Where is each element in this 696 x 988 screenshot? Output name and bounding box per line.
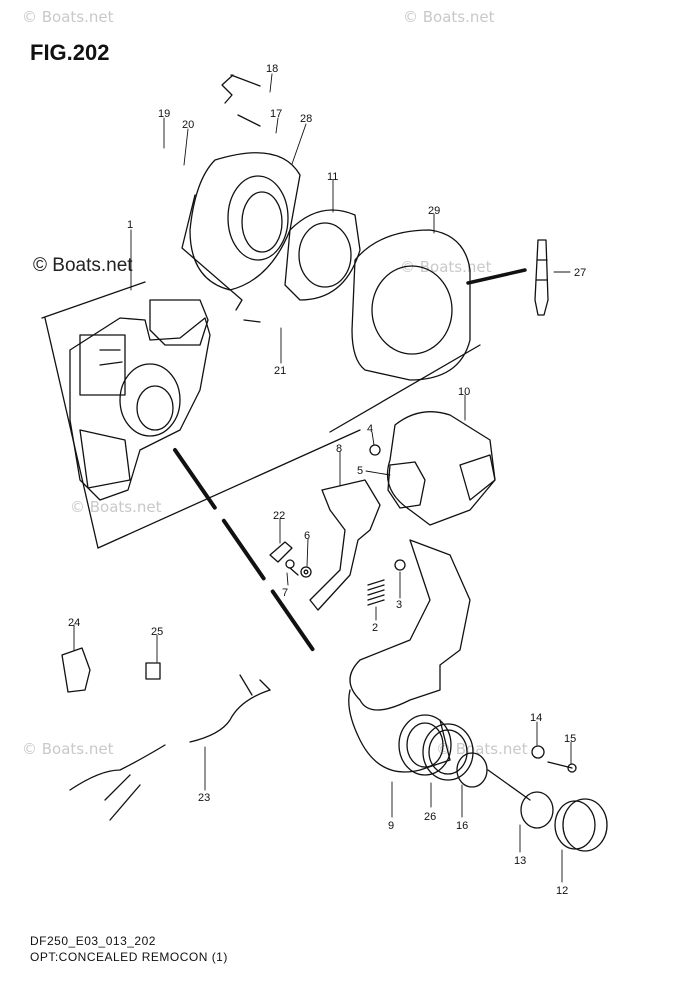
part-label-29: 29 xyxy=(428,205,440,217)
part-labels: 18 17 19 20 28 11 1 29 27 21 10 4 8 5 22… xyxy=(68,63,586,897)
watermark: © Boats.net xyxy=(22,740,114,758)
part-label-5: 5 xyxy=(357,465,363,477)
bolt-part-15 xyxy=(547,761,577,773)
part-label-8: 8 xyxy=(336,443,342,455)
plate-part-16 xyxy=(456,752,488,788)
part-label-12: 12 xyxy=(556,885,568,897)
part-label-21: 21 xyxy=(274,365,286,377)
handle-part-9 xyxy=(348,539,471,776)
watermark: © Boats.net xyxy=(436,740,528,758)
lever-part-8 xyxy=(309,479,381,611)
part-label-10: 10 xyxy=(458,386,470,398)
watermark: © Boats.net xyxy=(22,8,114,26)
part-label-9: 9 xyxy=(388,820,394,832)
part-label-3: 3 xyxy=(396,599,402,611)
part-label-17: 17 xyxy=(270,108,282,120)
part-label-18: 18 xyxy=(266,63,278,75)
screw-part-4 xyxy=(369,444,381,456)
figure-title: FIG.202 xyxy=(30,40,110,65)
part-label-14: 14 xyxy=(530,712,542,724)
spring-part-2 xyxy=(367,579,385,606)
diagram-code: DF250_E03_013_202 xyxy=(30,934,156,948)
watermark: © Boats.net xyxy=(70,498,162,516)
watermark-strong: © Boats.net xyxy=(33,255,133,276)
part-label-28: 28 xyxy=(300,113,312,125)
shaft-part-13 xyxy=(487,769,554,829)
part-label-15: 15 xyxy=(564,733,576,745)
watermark: © Boats.net xyxy=(403,8,495,26)
part-label-27: 27 xyxy=(574,267,586,279)
part-label-16: 16 xyxy=(456,820,468,832)
part-label-13: 13 xyxy=(514,855,526,867)
part-label-23: 23 xyxy=(198,792,210,804)
part-label-11: 11 xyxy=(327,171,338,183)
shift-link-line xyxy=(173,448,322,662)
label-part-27 xyxy=(466,239,549,316)
remote-housing-part-1 xyxy=(69,299,211,501)
washer-part-6 xyxy=(300,566,312,578)
upper-assembly-outline xyxy=(41,74,481,549)
clip-part-25 xyxy=(145,662,161,680)
part-label-2: 2 xyxy=(372,622,378,634)
wiring-harness-part-23 xyxy=(69,674,271,821)
part-label-22: 22 xyxy=(273,510,285,522)
knob-part-12 xyxy=(554,798,608,852)
boot-part-24 xyxy=(61,647,91,693)
part-label-7: 7 xyxy=(282,587,288,599)
part-label-20: 20 xyxy=(182,119,194,131)
part-label-26: 26 xyxy=(424,811,436,823)
part-label-4: 4 xyxy=(367,423,373,435)
part-label-6: 6 xyxy=(304,530,310,542)
cover-part-29 xyxy=(351,229,471,381)
lever-pin-part-22 xyxy=(269,541,293,563)
screw-part-7 xyxy=(285,559,299,576)
cover-part-10 xyxy=(386,411,496,526)
washer-part-14 xyxy=(531,745,545,759)
ring-part-11 xyxy=(284,209,361,301)
leader-lines xyxy=(73,73,572,883)
part-label-19: 19 xyxy=(158,108,170,120)
diagram-description: OPT:CONCEALED REMOCON (1) xyxy=(30,950,228,964)
bracket-part-5 xyxy=(387,461,426,509)
screw-part-3 xyxy=(394,559,406,571)
part-label-1: 1 xyxy=(127,219,133,231)
part-label-25: 25 xyxy=(151,626,163,638)
ring-part-26 xyxy=(422,723,474,781)
plate-part-28 xyxy=(189,152,301,291)
part-label-24: 24 xyxy=(68,617,80,629)
